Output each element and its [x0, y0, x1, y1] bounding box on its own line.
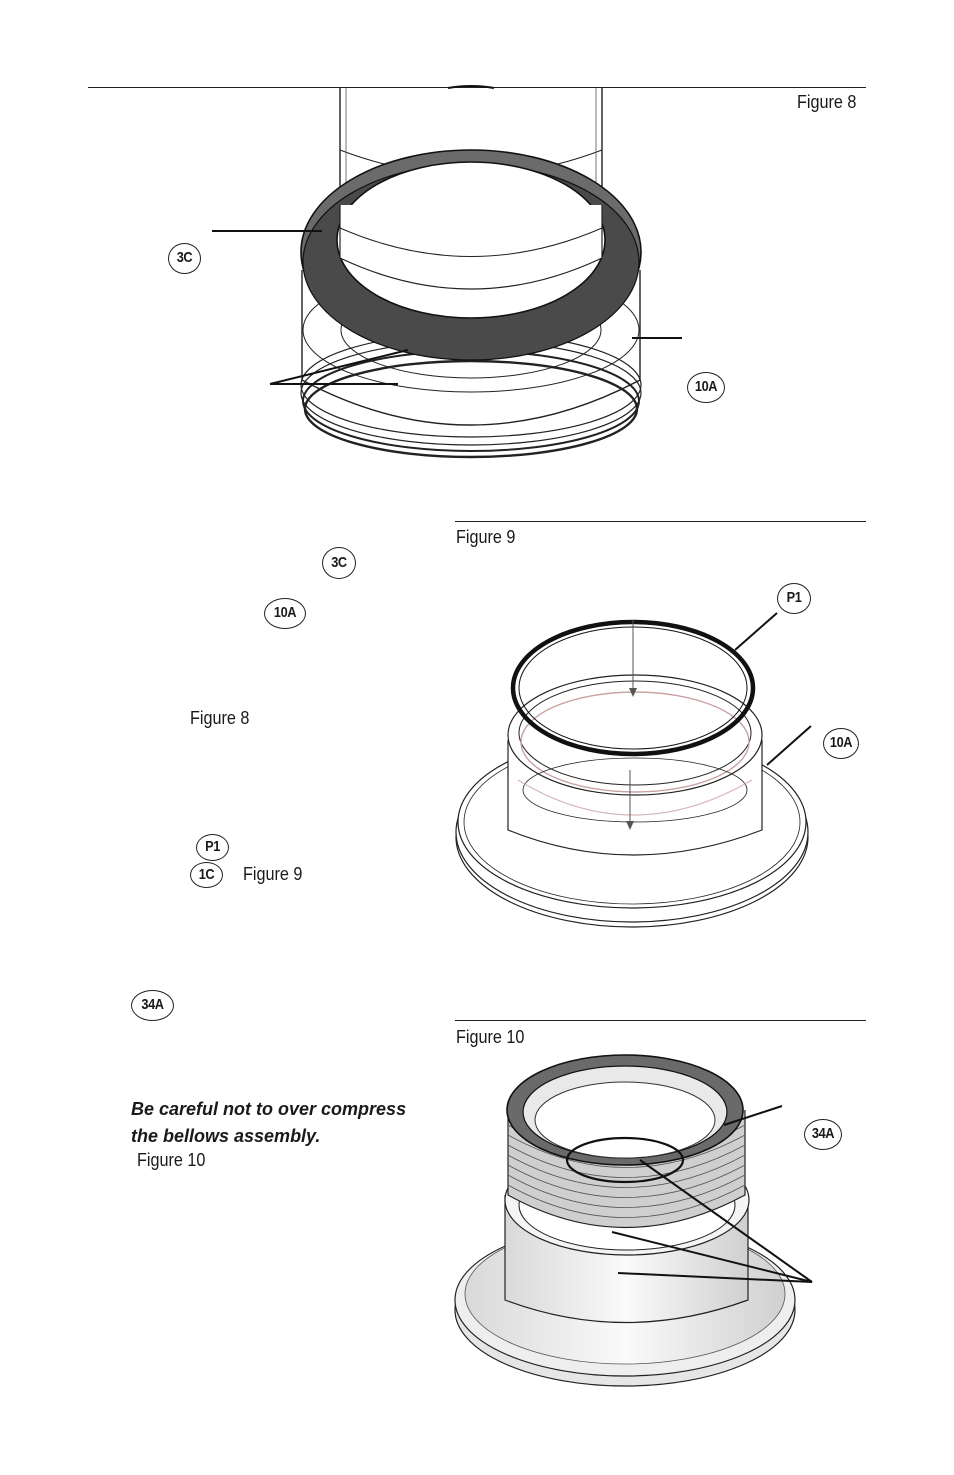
- figure8-callout-10a: 10A: [687, 372, 725, 403]
- warning-line-2: the bellows assembly.: [131, 1126, 321, 1146]
- warning-text: Be careful not to over compress the bell…: [131, 1096, 406, 1150]
- callout-3c: 3C: [322, 547, 356, 579]
- reference-figure9: Figure 9: [243, 864, 303, 884]
- figure9-callout-10a: 10A: [823, 728, 859, 759]
- figure8-top-rule: [88, 87, 866, 88]
- figure9-callout-p1: P1: [777, 583, 811, 614]
- figure9-caption: Figure 9: [456, 527, 516, 547]
- figure9-illustration: [455, 612, 812, 928]
- reference-figure8: Figure 8: [190, 708, 250, 728]
- figure10-callout-34a: 34A: [804, 1119, 842, 1150]
- reference-figure10: Figure 10: [137, 1150, 206, 1170]
- warning-line-1: Be careful not to over compress: [131, 1099, 407, 1119]
- figure10-top-rule: [455, 1020, 866, 1021]
- figure8-illustration: [212, 85, 682, 459]
- callout-p1: P1: [196, 834, 229, 861]
- callout-1c: 1C: [190, 862, 223, 888]
- callout-34a: 34A: [131, 990, 174, 1021]
- figure8-callout-3c: 3C: [168, 243, 201, 274]
- figure10-caption: Figure 10: [456, 1027, 525, 1047]
- callout-10a: 10A: [264, 598, 306, 629]
- figure9-top-rule: [455, 521, 866, 522]
- figure8-caption: Figure 8: [797, 92, 857, 112]
